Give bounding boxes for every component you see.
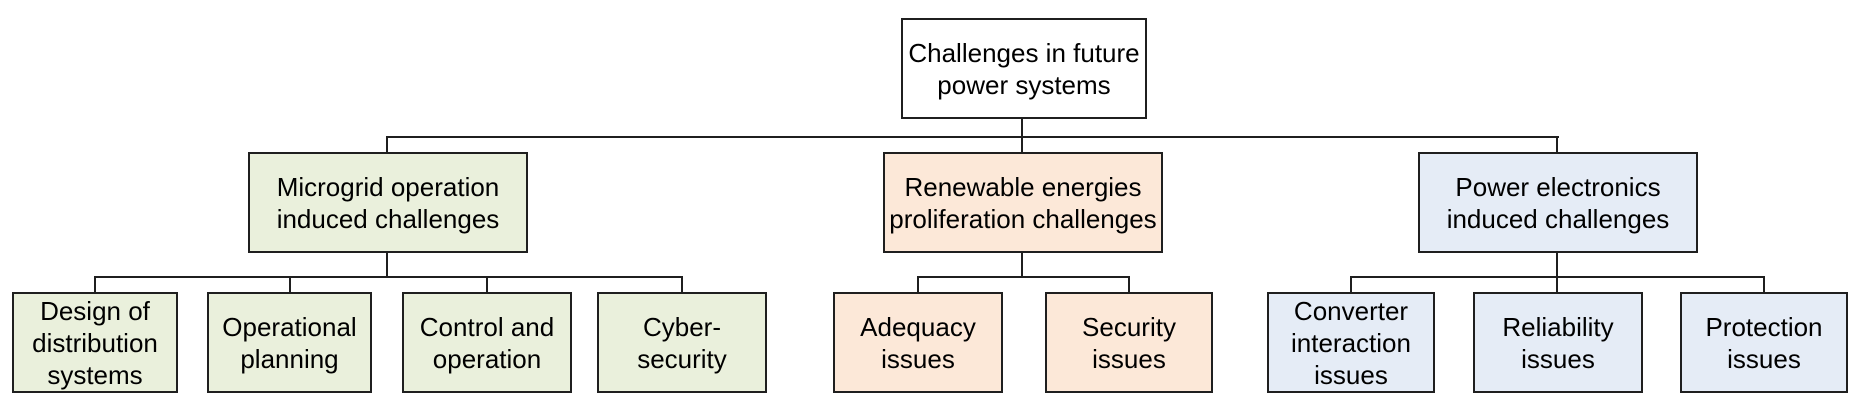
connector-left-parent-drop: [386, 253, 388, 278]
node-cyber-security: Cyber- security: [597, 292, 767, 393]
connector-mid-parent-drop: [1021, 253, 1023, 278]
connector-stub-control: [486, 276, 488, 292]
node-design-of-distribution-systems: Design of distribution systems: [12, 292, 178, 393]
connector-stub-protection: [1763, 276, 1765, 292]
node-renewable-energies-challenges: Renewable energies proliferation challen…: [883, 152, 1163, 253]
connector-stub-converter: [1350, 276, 1352, 292]
connector-left-bus: [94, 276, 683, 278]
connector-trunk: [387, 136, 1559, 138]
connector-right-parent-drop: [1556, 253, 1558, 292]
node-root: Challenges in future power systems: [901, 18, 1147, 119]
connector-stub-cyber: [681, 276, 683, 292]
connector-stub-design: [94, 276, 96, 292]
node-converter-interaction-issues: Converter interaction issues: [1267, 292, 1435, 393]
node-security-issues: Security issues: [1045, 292, 1213, 393]
node-adequacy-issues: Adequacy issues: [833, 292, 1003, 393]
node-protection-issues: Protection issues: [1680, 292, 1848, 393]
connector-trunk-left-drop: [386, 136, 388, 153]
node-microgrid-operation-challenges: Microgrid operation induced challenges: [248, 152, 528, 253]
node-operational-planning: Operational planning: [207, 292, 372, 393]
connector-mid-bus: [917, 276, 1130, 278]
connector-stub-adequacy: [917, 276, 919, 292]
connector-stub-operational: [289, 276, 291, 292]
node-power-electronics-challenges: Power electronics induced challenges: [1418, 152, 1698, 253]
connector-stub-security: [1128, 276, 1130, 292]
node-control-and-operation: Control and operation: [402, 292, 572, 393]
connector-right-bus: [1350, 276, 1765, 278]
node-reliability-issues: Reliability issues: [1473, 292, 1643, 393]
connector-trunk-right-drop: [1556, 136, 1558, 153]
